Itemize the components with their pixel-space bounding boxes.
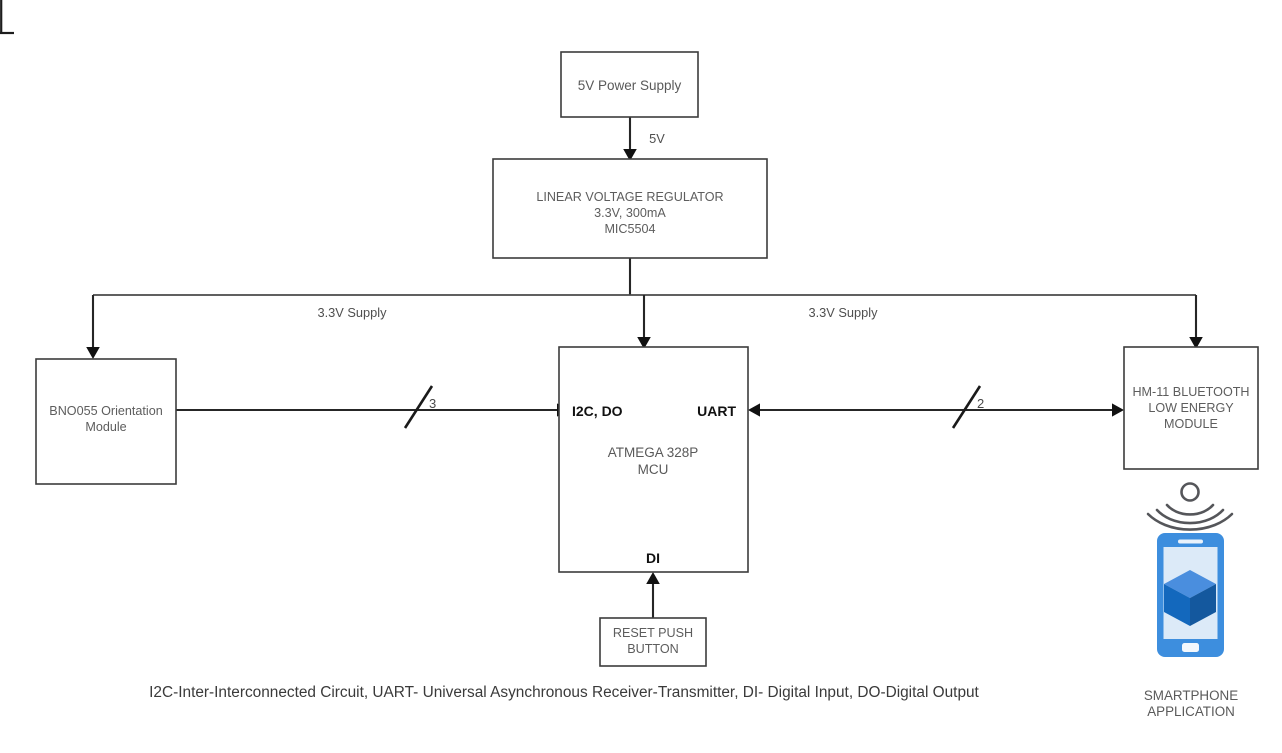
block-reset-push-button-line1: RESET PUSH xyxy=(613,626,693,640)
bus-width-label-left: 3 xyxy=(429,396,436,411)
block-voltage-regulator-line3: MIC5504 xyxy=(604,222,655,236)
arrowhead-bluetooth-uart-in xyxy=(1112,403,1124,417)
arrowhead-bluetooth-power-in xyxy=(1189,337,1203,349)
block-voltage-regulator-line1: LINEAR VOLTAGE REGULATOR xyxy=(536,190,723,204)
block-bluetooth-module[interactable] xyxy=(1123,346,1259,470)
diagram-caption: I2C-Inter-Interconnected Circuit, UART- … xyxy=(149,684,979,701)
arrowhead-mcu-power-in xyxy=(637,337,651,349)
arrowhead-mcu-uart-in xyxy=(748,403,760,417)
block-power-supply-label: 5V Power Supply xyxy=(578,78,682,93)
mcu-port-uart-label: UART xyxy=(697,403,736,419)
block-bluetooth-module-line1: HM-11 BLUETOOTH xyxy=(1132,385,1249,399)
smartphone-icon xyxy=(1157,533,1224,657)
block-mcu-line2: MCU xyxy=(638,462,669,477)
arrowhead-orientation-power-in xyxy=(86,347,100,359)
block-bluetooth-module-line2: LOW ENERGY xyxy=(1148,401,1234,415)
block-reset-push-button-line2: BUTTON xyxy=(627,642,679,656)
bus-slash-left xyxy=(403,385,434,429)
wireless-signal-icon xyxy=(1146,482,1234,531)
edge-label-supply-left: 3.3V Supply xyxy=(317,305,387,320)
smartphone-label-line1: SMARTPHONE xyxy=(1144,688,1238,703)
block-orientation-module[interactable] xyxy=(35,358,177,485)
smartphone-label-line2: APPLICATION xyxy=(1147,704,1235,719)
block-orientation-module-line2: Module xyxy=(85,420,126,434)
bus-slash-right xyxy=(951,385,982,429)
block-power-supply[interactable] xyxy=(560,51,699,118)
bus-width-label-right: 2 xyxy=(977,396,984,411)
cube-3d-icon xyxy=(1164,570,1216,626)
block-mcu-line1: ATMEGA 328P xyxy=(608,445,699,460)
arrowhead-mcu-di-in xyxy=(646,572,660,584)
block-voltage-regulator-line2: 3.3V, 300mA xyxy=(594,206,666,220)
arrowhead-regulator-in xyxy=(623,149,637,161)
block-bluetooth-module-line3: MODULE xyxy=(1164,417,1218,431)
block-mcu[interactable] xyxy=(558,346,749,573)
block-voltage-regulator[interactable] xyxy=(492,158,768,259)
block-orientation-module-line1: BNO055 Orientation xyxy=(49,404,162,418)
edge-label-supply-right: 3.3V Supply xyxy=(808,305,878,320)
edge-label-5v: 5V xyxy=(649,131,665,146)
mcu-port-i2c-do-label: I2C, DO xyxy=(572,403,623,419)
block-reset-push-button[interactable] xyxy=(599,617,707,667)
mcu-port-di-label: DI xyxy=(646,550,660,566)
